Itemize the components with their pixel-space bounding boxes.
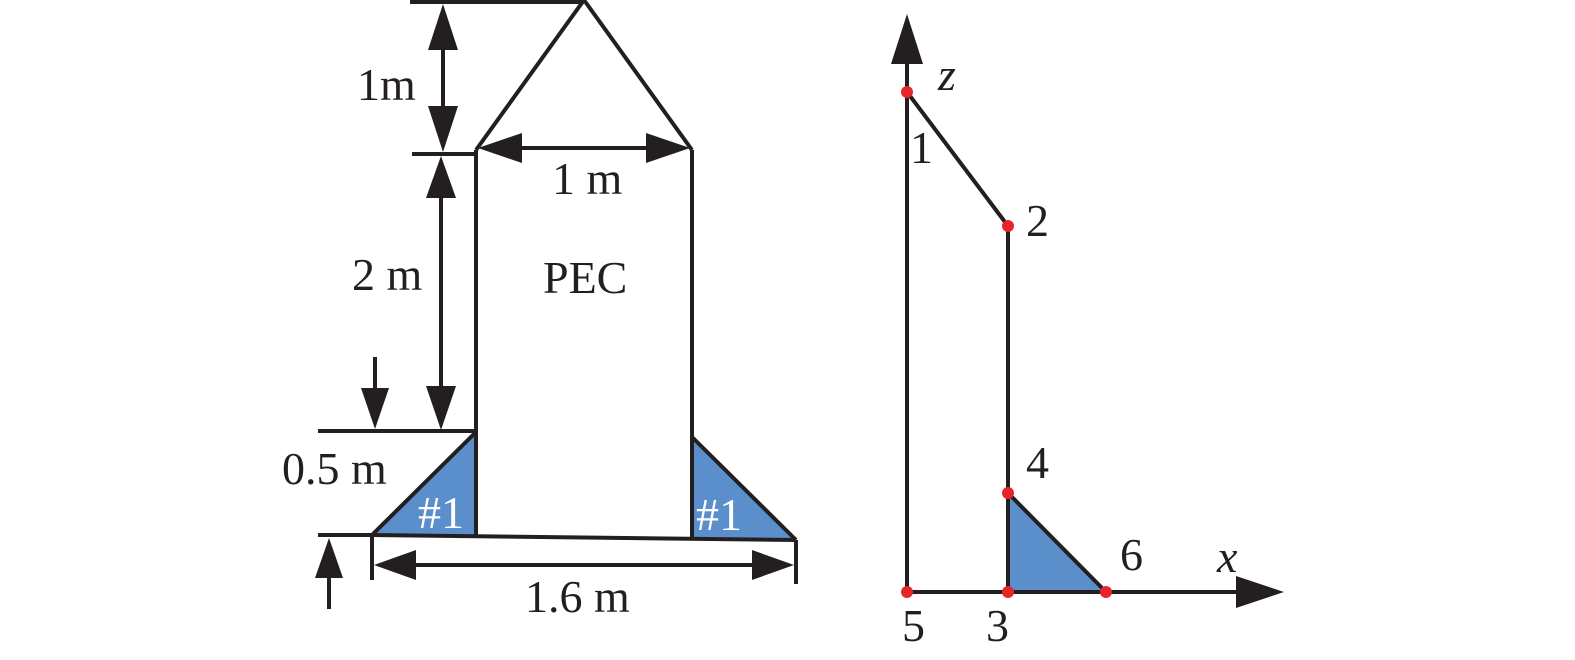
dimension-top-height: [428, 4, 458, 152]
arrowhead-icon: [361, 388, 389, 429]
dim-label-fin-height: 0.5 m: [282, 443, 387, 494]
arrowhead-icon: [426, 156, 456, 198]
point-label-2: 2: [1026, 195, 1049, 246]
arrowhead-icon: [428, 4, 458, 50]
z-axis-arrow-icon: [891, 14, 923, 64]
body-label: PEC: [543, 252, 627, 303]
dim-label-top-height: 1m: [357, 59, 416, 110]
axis-label-z: z: [937, 49, 956, 100]
dimension-body-height: [426, 156, 456, 430]
pec-body-figure: 1m 1 m 2 m PEC 0.5 m #1 #1 1.6 m: [282, 0, 798, 622]
point-4: [1002, 487, 1014, 499]
dimension-body-width: [478, 133, 690, 163]
profile-points: [901, 86, 1112, 598]
extension-lines: [318, 0, 798, 584]
arrowhead-icon: [478, 133, 522, 163]
dimension-base-width: [374, 550, 794, 580]
point-label-6: 6: [1120, 529, 1143, 580]
point-1: [901, 86, 913, 98]
point-2: [1002, 220, 1014, 232]
z-axis: [891, 14, 923, 592]
fin-label-right: #1: [696, 489, 742, 540]
point-3: [1002, 586, 1014, 598]
point-label-4: 4: [1026, 437, 1049, 488]
fin-label-left: #1: [418, 487, 464, 538]
arrowhead-icon: [374, 550, 416, 580]
profile-figure: z x 1 2 4 6 5 3: [891, 14, 1284, 651]
x-axis: [907, 576, 1284, 608]
axis-label-x: x: [1216, 531, 1238, 582]
dim-label-body-width: 1 m: [552, 153, 623, 204]
point-6: [1100, 586, 1112, 598]
profile-outline: [905, 90, 1108, 594]
point-label-5: 5: [902, 600, 925, 651]
arrowhead-icon: [752, 550, 794, 580]
arrowhead-icon: [646, 133, 690, 163]
x-axis-arrow-icon: [1236, 576, 1284, 608]
arrowhead-icon: [428, 106, 458, 152]
point-5: [901, 586, 913, 598]
dimension-fin-height: [315, 357, 389, 609]
body-outline: [370, 0, 798, 542]
arrowhead-icon: [315, 538, 343, 578]
point-label-1: 1: [910, 122, 933, 173]
dim-label-body-height: 2 m: [352, 249, 423, 300]
arrowhead-icon: [426, 386, 456, 430]
point-label-3: 3: [986, 600, 1009, 651]
dim-label-base-width: 1.6 m: [525, 571, 630, 622]
